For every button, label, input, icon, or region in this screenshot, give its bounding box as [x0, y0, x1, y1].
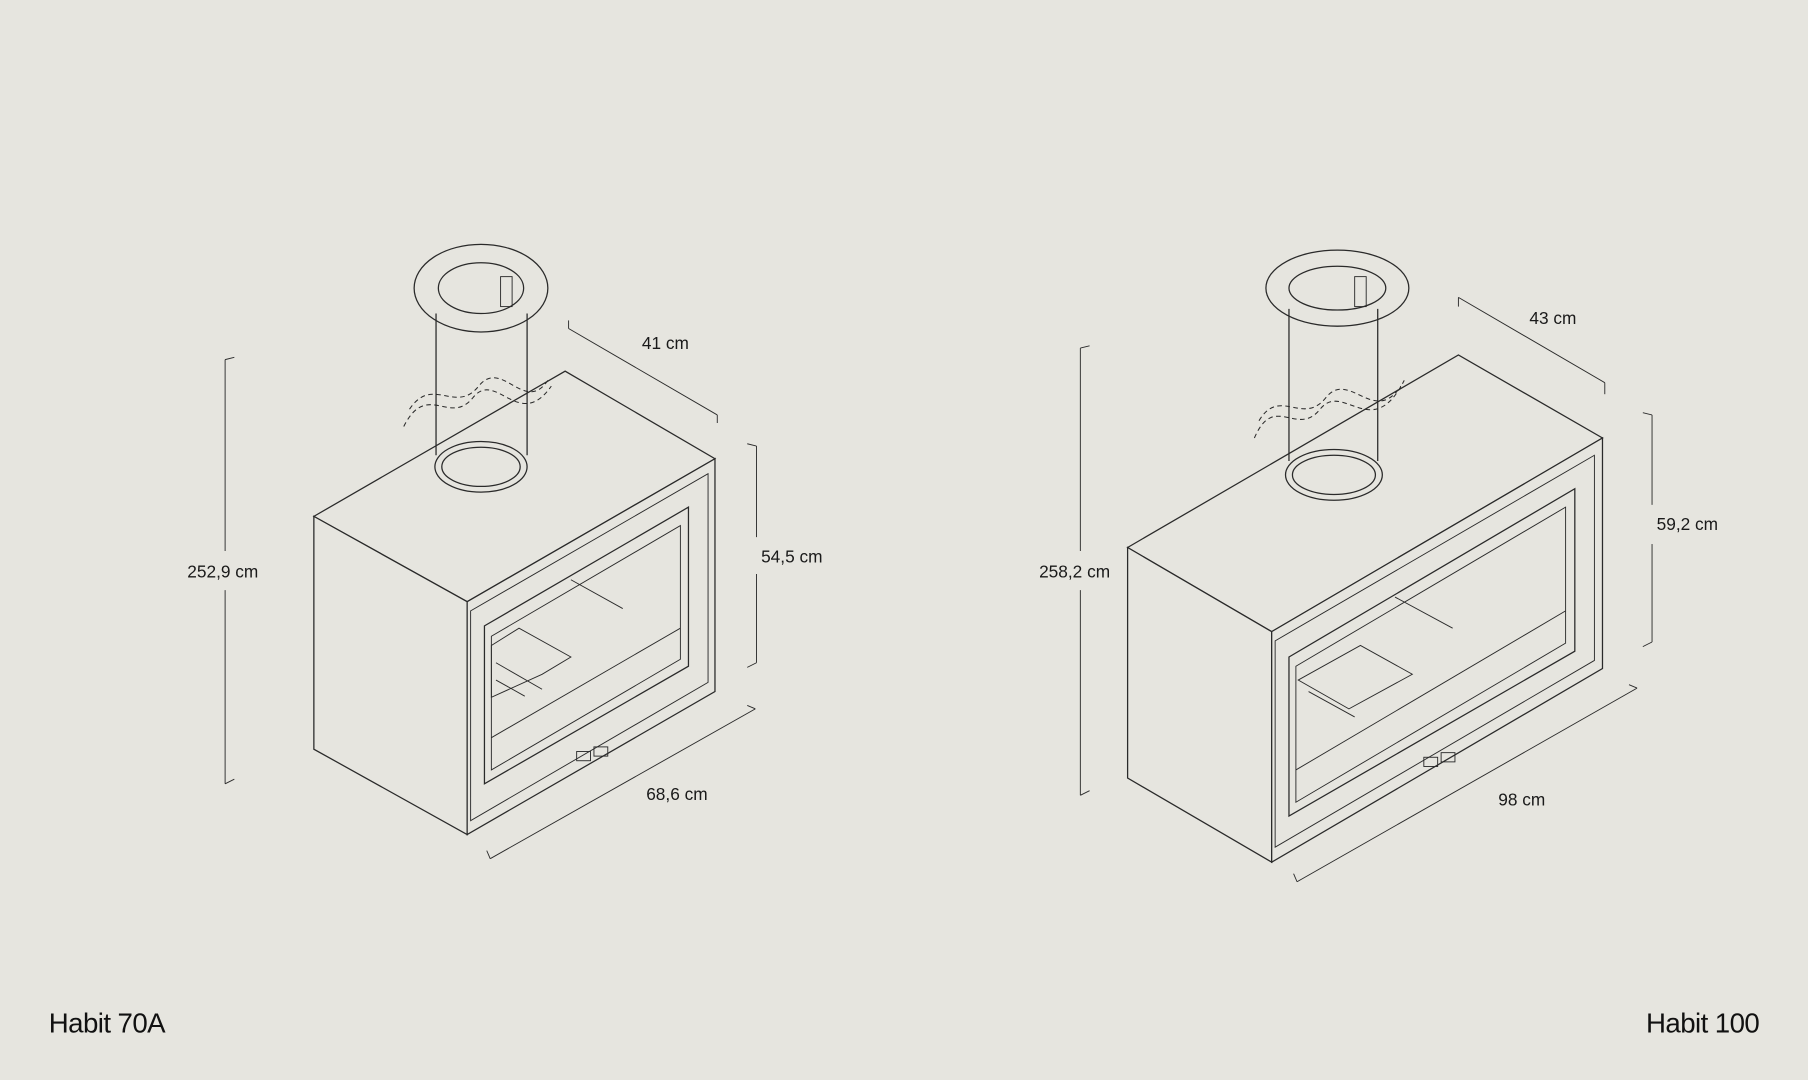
habit-70a-drawing: 252,9 cm 41 cm 54,5 cm 68,6 cm: [187, 243, 822, 860]
dimension-width: 98 cm: [1498, 790, 1545, 810]
dimension-lines-70a: [224, 320, 757, 860]
dimension-total-height: 252,9 cm: [187, 561, 258, 581]
dimension-depth: 41 cm: [642, 333, 689, 353]
dimension-width: 68,6 cm: [646, 784, 707, 804]
product-name-right: Habit 100: [1646, 1008, 1759, 1039]
dimension-body-height: 54,5 cm: [761, 546, 822, 566]
dimension-body-height: 59,2 cm: [1657, 514, 1718, 534]
dimension-depth: 43 cm: [1529, 308, 1576, 328]
product-name-left: Habit 70A: [49, 1008, 166, 1039]
dimension-lines-100: [1079, 296, 1653, 883]
dimension-total-height: 258,2 cm: [1039, 561, 1110, 581]
habit-100-drawing: 258,2 cm 43 cm 59,2 cm 98 cm: [1039, 249, 1718, 883]
